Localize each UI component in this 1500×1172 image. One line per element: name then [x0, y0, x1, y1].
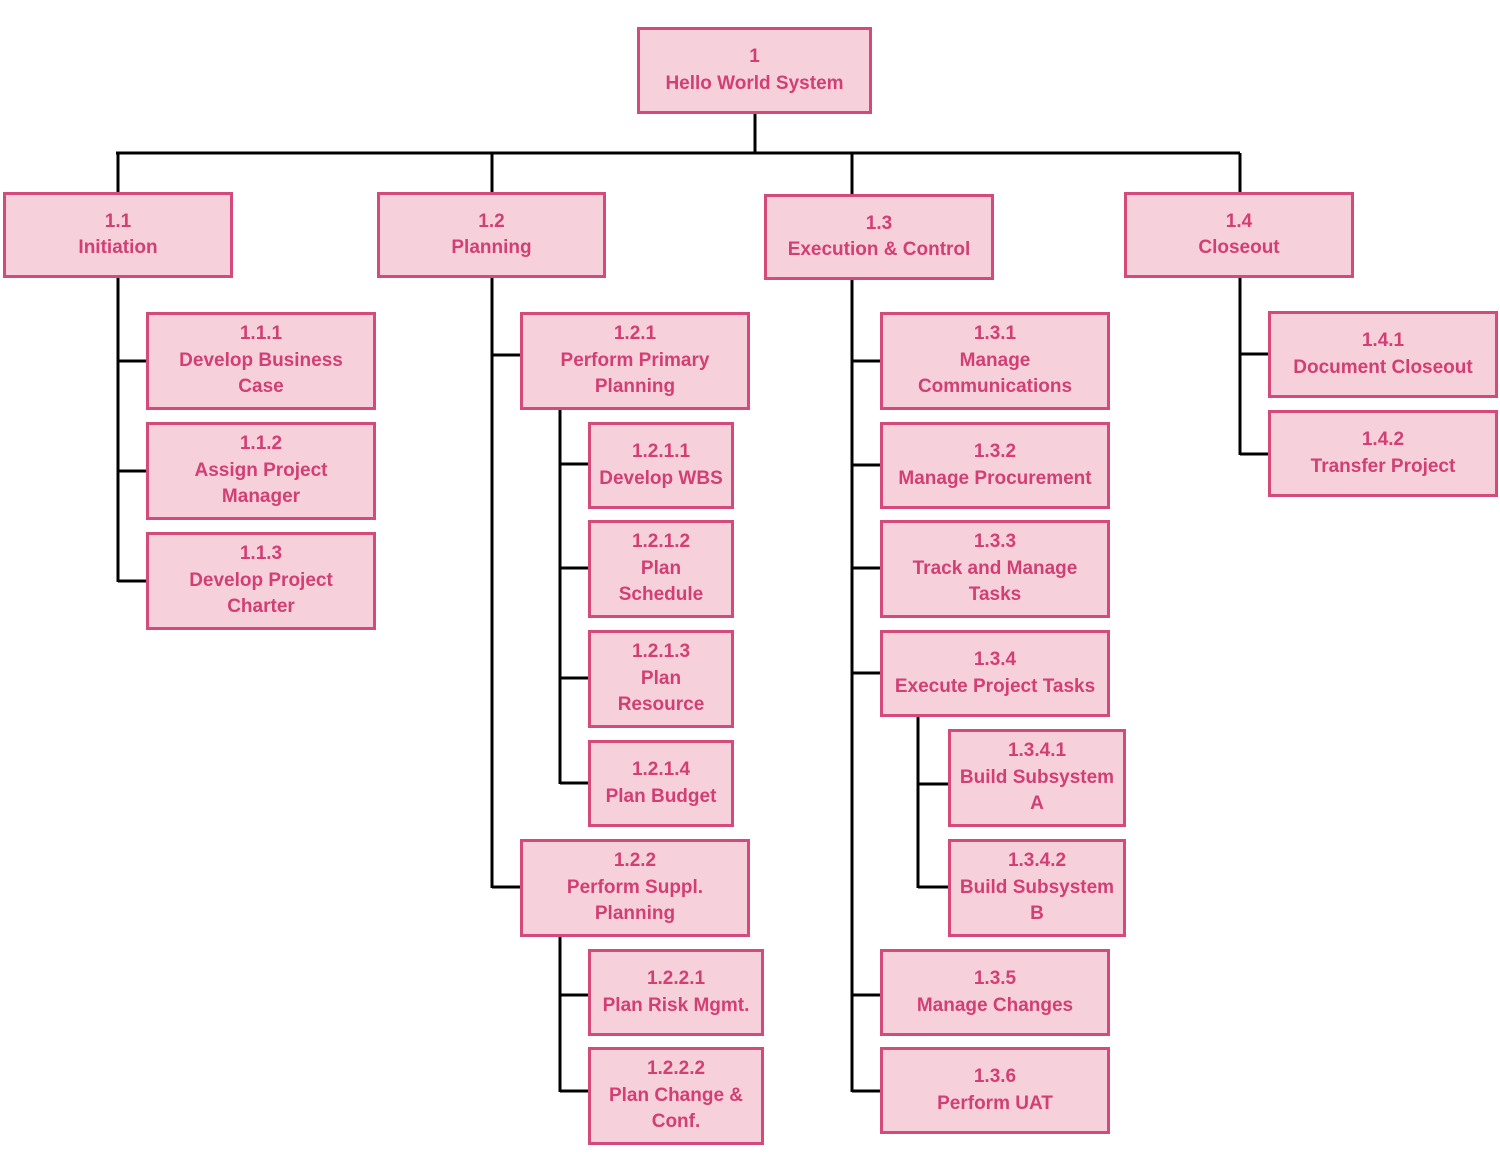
node-1-2-2-2: 1.2.2.2 Plan Change & Conf.	[588, 1047, 764, 1145]
node-label: Develop Project Charter	[189, 569, 333, 618]
node-1-4: 1.4 Closeout	[1124, 192, 1354, 278]
node-1-3-2: 1.3.2 Manage Procurement	[880, 422, 1110, 509]
node-1-3-6: 1.3.6 Perform UAT	[880, 1047, 1110, 1134]
node-label: Track and Manage Tasks	[912, 557, 1078, 606]
node-1-2-1-3: 1.2.1.3 Plan Resource	[588, 630, 734, 728]
node-1-3-1: 1.3.1 Manage Communications	[880, 312, 1110, 410]
node-1-2-1-1: 1.2.1.1 Develop WBS	[588, 422, 734, 509]
node-1-3: 1.3 Execution & Control	[764, 194, 994, 280]
node-1-4-1: 1.4.1 Document Closeout	[1268, 311, 1498, 398]
node-label: Manage Communications	[917, 349, 1073, 398]
node-label: Manage Procurement	[898, 467, 1092, 489]
node-code: 1.3.4	[973, 649, 1017, 670]
node-code: 1.2.1.1	[631, 441, 691, 462]
node-1-1: 1.1 Initiation	[3, 192, 233, 278]
node-label: Plan Budget	[605, 785, 717, 807]
node-1-1-2: 1.1.2 Assign Project Manager	[146, 422, 376, 520]
node-code: 1.2.2.2	[646, 1058, 706, 1080]
node-label: Execute Project Tasks	[894, 675, 1096, 697]
node-code: 1.4.2	[1361, 429, 1405, 450]
node-code: 1	[749, 46, 760, 67]
node-code: 1.2	[478, 210, 505, 232]
node-1-3-3: 1.3.3 Track and Manage Tasks	[880, 520, 1110, 618]
node-code: 1.1	[104, 210, 132, 232]
node-1-2: 1.2 Planning	[377, 192, 606, 278]
node-label: Document Closeout	[1293, 356, 1473, 378]
node-label: Execution & Control	[787, 239, 971, 260]
node-label: Transfer Project	[1310, 455, 1456, 477]
node-code: 1.3.4.2	[1007, 850, 1067, 872]
node-label: Initiation	[78, 237, 158, 258]
node-code: 1.3.6	[973, 1066, 1017, 1087]
node-code: 1.3.1	[973, 323, 1017, 345]
node-code: 1.3	[865, 212, 893, 234]
node-code: 1.3.2	[973, 441, 1017, 462]
node-code: 1.2.1.4	[631, 759, 691, 780]
node-code: 1.2.1	[613, 323, 657, 345]
node-label: Perform Primary Planning	[560, 349, 710, 398]
node-1-3-4-1: 1.3.4.1 Build Subsystem A	[948, 729, 1126, 827]
node-label: Develop WBS	[599, 467, 723, 489]
node-label: Plan Change & Conf.	[608, 1084, 744, 1133]
node-label: Build Subsystem A	[959, 766, 1115, 815]
node-label: Plan Resource	[617, 667, 705, 716]
node-label: Perform Suppl. Planning	[566, 876, 704, 925]
node-code: 1.3.5	[973, 968, 1017, 989]
node-1-2-1: 1.2.1 Perform Primary Planning	[520, 312, 750, 410]
node-code: 1.2.1.3	[631, 641, 691, 663]
node-1-2-2-1: 1.2.2.1 Plan Risk Mgmt.	[588, 949, 764, 1036]
node-label: Plan Risk Mgmt.	[602, 994, 750, 1016]
node-code: 1.4	[1225, 210, 1253, 232]
node-1-3-4: 1.3.4 Execute Project Tasks	[880, 630, 1110, 717]
node-1-1-3: 1.1.3 Develop Project Charter	[146, 532, 376, 630]
node-code: 1.1.2	[239, 433, 283, 455]
node-code: 1.3.4.1	[1007, 740, 1067, 762]
node-1-2-1-4: 1.2.1.4 Plan Budget	[588, 740, 734, 827]
node-label: Plan Schedule	[618, 557, 704, 606]
node-label: Planning	[451, 237, 532, 258]
node-code: 1.1.3	[239, 543, 283, 565]
node-1-3-4-2: 1.3.4.2 Build Subsystem B	[948, 839, 1126, 937]
node-1-3-5: 1.3.5 Manage Changes	[880, 949, 1110, 1036]
node-1: 1 Hello World System	[637, 27, 872, 114]
node-label: Manage Changes	[916, 994, 1074, 1016]
node-1-2-1-2: 1.2.1.2 Plan Schedule	[588, 520, 734, 618]
node-code: 1.3.3	[973, 531, 1017, 553]
node-label: Hello World System	[665, 72, 844, 94]
node-1-2-2: 1.2.2 Perform Suppl. Planning	[520, 839, 750, 937]
node-code: 1.2.2.1	[646, 968, 706, 989]
node-code: 1.1.1	[239, 323, 283, 345]
node-label: Develop Business Case	[179, 349, 343, 398]
node-code: 1.2.2	[613, 850, 657, 872]
node-1-1-1: 1.1.1 Develop Business Case	[146, 312, 376, 410]
node-label: Build Subsystem B	[959, 876, 1115, 925]
node-label: Assign Project Manager	[194, 459, 328, 508]
node-label: Closeout	[1198, 237, 1280, 258]
node-code: 1.4.1	[1361, 330, 1405, 351]
node-label: Perform UAT	[937, 1092, 1053, 1114]
node-1-4-2: 1.4.2 Transfer Project	[1268, 410, 1498, 497]
node-code: 1.2.1.2	[631, 531, 691, 553]
